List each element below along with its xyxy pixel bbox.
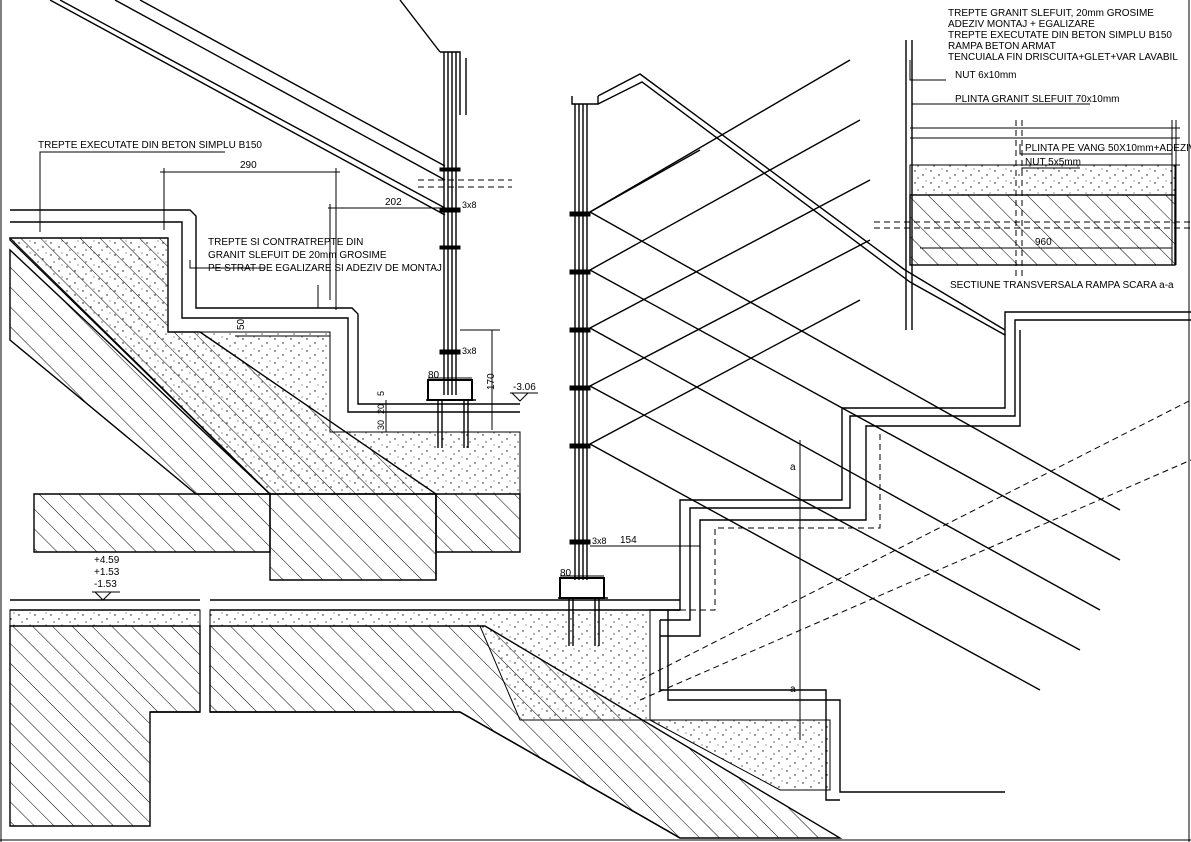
baluster-post-main xyxy=(569,96,599,580)
note-granit-line1: TREPTE SI CONTRATREPTE DIN xyxy=(208,237,363,248)
post-size-lower: 3x8 xyxy=(592,536,607,546)
level-markers xyxy=(92,392,538,601)
lower-floor-section xyxy=(9,599,843,839)
label-nut-5x5: NUT 5x5mm xyxy=(1025,157,1081,168)
dimension-30: 30 xyxy=(376,420,386,430)
base-plate-lower xyxy=(558,577,608,646)
dimension-50: 50 xyxy=(236,318,247,330)
dimension-lines xyxy=(160,168,1172,577)
label-nut-6x10: NUT 6x10mm xyxy=(955,70,1017,81)
legend-line3: TREPTE EXECUTATE DIN BETON SIMPLU B150 xyxy=(948,30,1172,41)
label-plinta-granit: PLINTA GRANIT SLEFUIT 70x10mm xyxy=(955,94,1120,105)
legend-line4: RAMPA BETON ARMAT xyxy=(948,41,1056,52)
note-granit-line2: GRANIT SLEFUIT DE 20mm GROSIME xyxy=(208,250,387,261)
dimension-80-lower: 80 xyxy=(560,568,572,579)
dimension-5: 5 xyxy=(376,391,386,396)
right-stair-profile xyxy=(639,311,1191,801)
baluster-post-upper xyxy=(418,52,512,395)
level-minus-3-06: -3.06 xyxy=(513,382,536,393)
note-trepte-beton: TREPTE EXECUTATE DIN BETON SIMPLU B150 xyxy=(38,140,262,151)
section-title: SECTIUNE TRANSVERSALA RAMPA SCARA a-a xyxy=(950,280,1174,291)
dimension-960: 960 xyxy=(1035,237,1052,248)
upper-stair-section xyxy=(8,209,521,581)
level-minus-1-53: -1.53 xyxy=(94,579,117,590)
label-plinta-vang: PLINTA PE VANG 50X10mm+ADEZIV xyxy=(1025,143,1191,154)
section-mark-bottom: a xyxy=(790,684,796,695)
post-size-upper: 3x8 xyxy=(462,200,477,210)
legend-line2: ADEZIV MONTAJ + EGALIZARE xyxy=(948,19,1095,30)
section-mark-top: a xyxy=(790,462,796,473)
dimension-154: 154 xyxy=(620,535,637,546)
dimension-290: 290 xyxy=(240,160,257,171)
legend-line5: TENCUIALA FIN DRISCUITA+GLET+VAR LAVABIL xyxy=(948,52,1178,63)
upper-handrail xyxy=(49,0,467,216)
level-plus-4-59: +4.59 xyxy=(94,555,120,566)
dimension-202: 202 xyxy=(385,197,402,208)
leader-lines xyxy=(39,60,1172,308)
diagonal-handrails xyxy=(589,59,1121,691)
post-size-middle: 3x8 xyxy=(462,346,477,356)
dimension-170: 170 xyxy=(486,373,497,390)
legend-line1: TREPTE GRANIT SLEFUIT, 20mm GROSIME xyxy=(948,8,1154,19)
dimension-20: 20 xyxy=(376,404,386,414)
cross-section-detail xyxy=(874,40,1191,330)
level-plus-1-53: +1.53 xyxy=(94,567,120,578)
note-granit-line3: PE STRAT DE EGALIZARE SI ADEZIV DE MONTA… xyxy=(208,263,442,274)
dimension-80-upper: 80 xyxy=(428,370,440,381)
